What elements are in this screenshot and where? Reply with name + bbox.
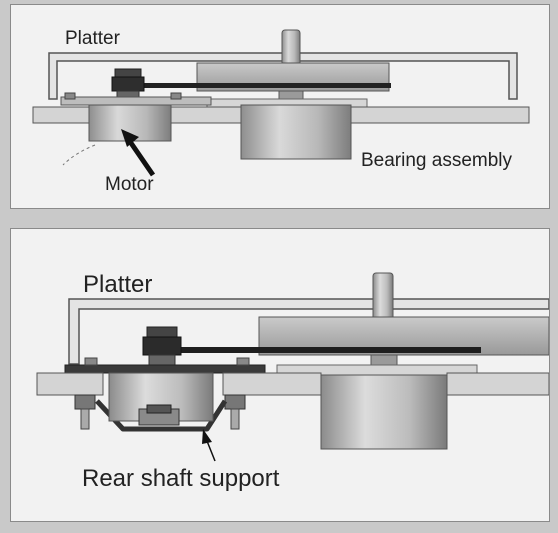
rear-bearing-bottom (138, 404, 180, 426)
motor-label: Motor (105, 174, 154, 195)
rear-shaft-support-label: Rear shaft support (82, 465, 280, 492)
motor-mount-plate-top (60, 96, 212, 106)
mount-screw-right-top (170, 92, 182, 100)
platter-bottom (68, 298, 549, 365)
platter-top (48, 52, 518, 100)
bottom-diagram-drawing (36, 272, 549, 462)
mount-screw-left-top (64, 92, 76, 100)
mount-screw-left-bottom (84, 357, 98, 366)
bolt-right-bottom (224, 394, 246, 430)
bearing-housing-bottom (320, 374, 448, 450)
top-diagram-panel: Platter Bearing assembly Motor (10, 4, 550, 209)
spindle-shaft-bottom (372, 272, 394, 322)
drive-belt-top (115, 83, 391, 88)
motor-pulley-bottom (142, 326, 182, 366)
dashed-pointer-top (62, 144, 96, 166)
bolt-left-bottom (74, 394, 96, 430)
bottom-diagram-panel: Platter Rear shaft support (10, 228, 550, 522)
top-diagram-drawing (32, 29, 530, 177)
bearing-housing-top (240, 104, 352, 160)
drive-belt-bottom (149, 347, 481, 353)
motor-mount-plate-bottom (64, 364, 266, 374)
platter-label-top: Platter (65, 28, 120, 49)
rear-support-arrow (202, 429, 216, 462)
bearing-assembly-label: Bearing assembly (361, 150, 513, 171)
motor-pulley-top (111, 68, 145, 100)
plinth-top (32, 106, 530, 124)
platter-label-bottom: Platter (83, 271, 153, 298)
mount-screw-right-bottom (236, 357, 250, 366)
plinth-bottom (36, 372, 549, 396)
spindle-shaft-top (281, 29, 301, 67)
motor-arrow-top (121, 129, 156, 177)
